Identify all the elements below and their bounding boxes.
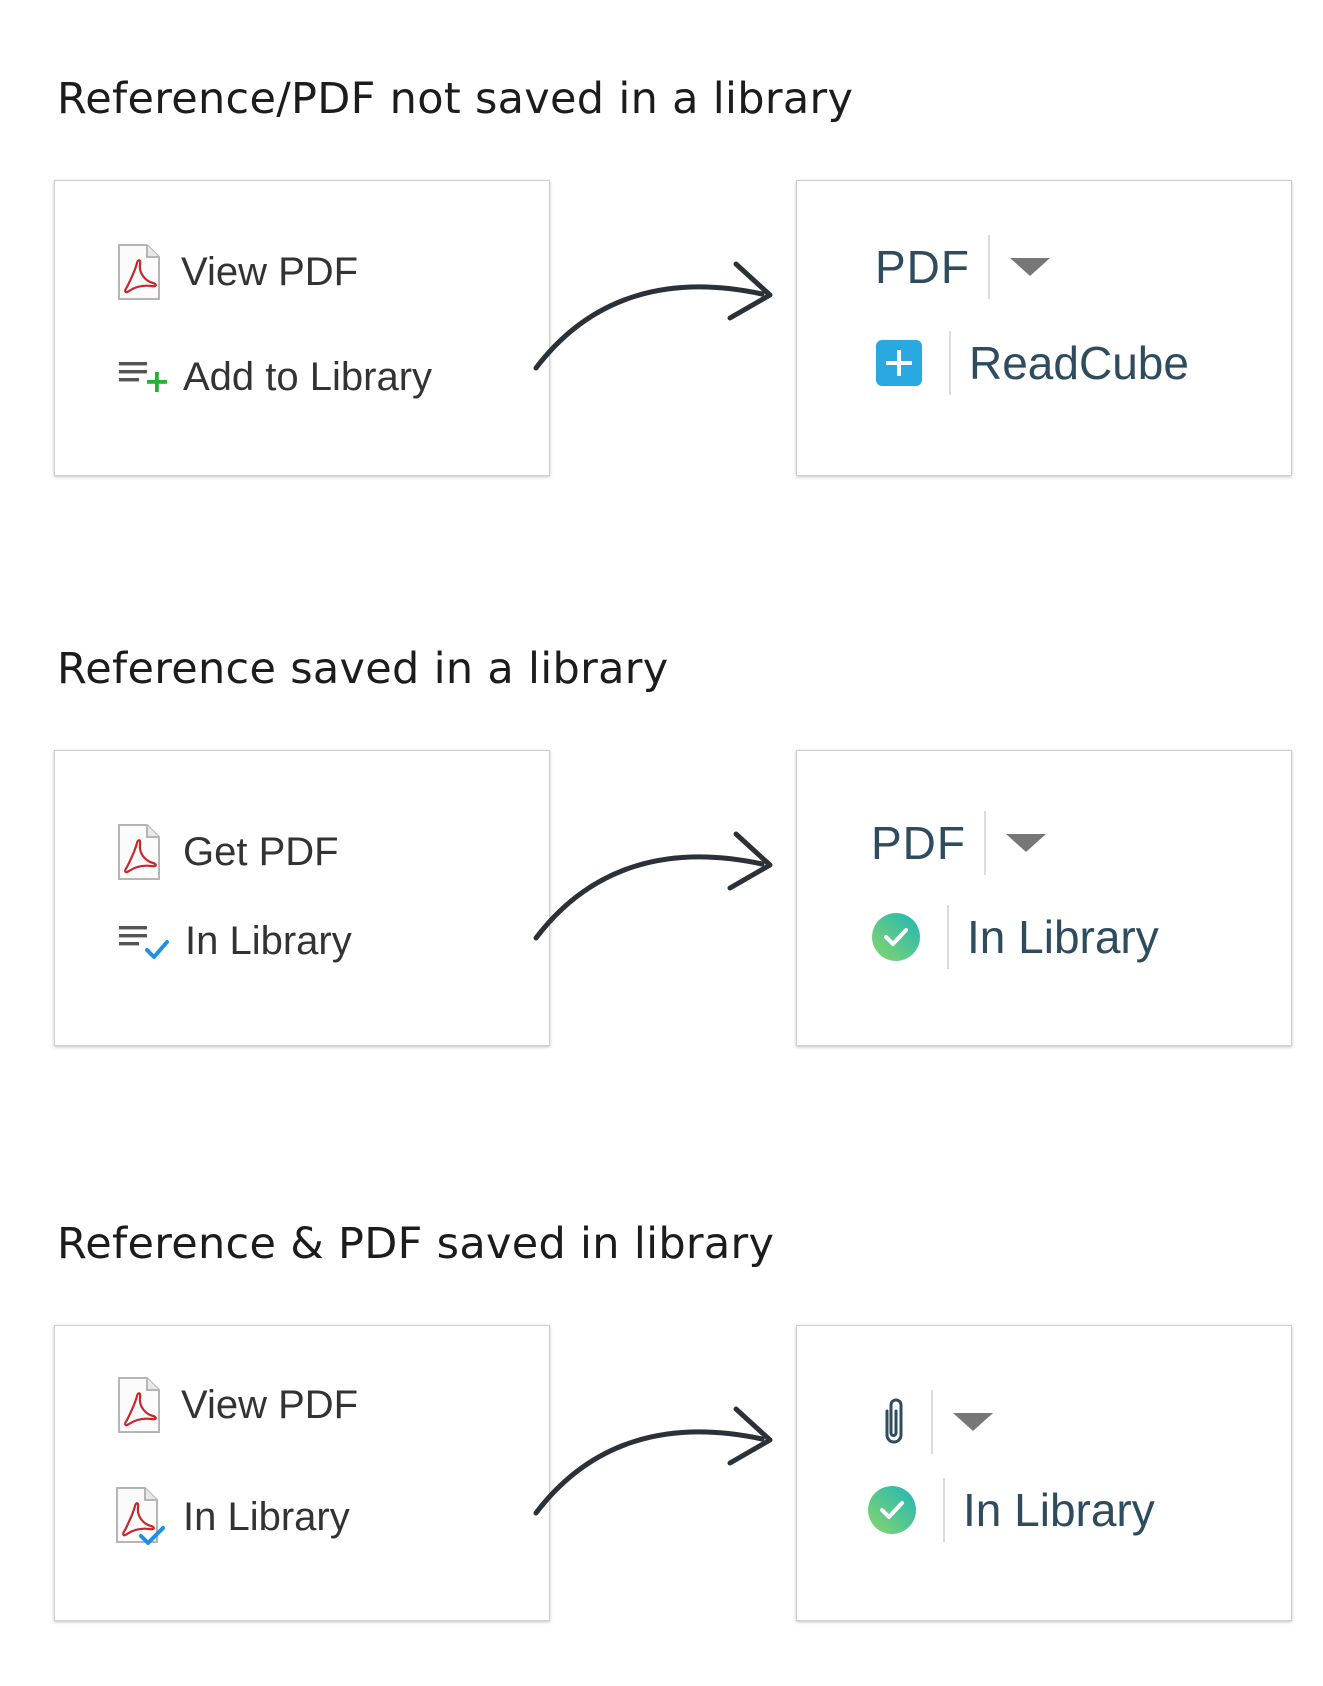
view-pdf-label: View PDF <box>181 1382 359 1427</box>
pdf-icon <box>117 1376 161 1434</box>
get-pdf-link[interactable]: Get PDF <box>117 823 339 881</box>
chevron-down-icon[interactable] <box>953 1413 993 1431</box>
pdf-dropdown-button[interactable]: PDF <box>875 235 1050 299</box>
in-library-label: In Library <box>185 919 352 963</box>
section-not-saved: Reference/PDF not saved in a library Vie… <box>0 0 1323 500</box>
in-library-label: In Library <box>183 1494 350 1539</box>
add-to-library-link[interactable]: Add to Library <box>117 355 432 400</box>
check-circle-icon <box>868 1486 916 1534</box>
in-library-link[interactable]: In Library <box>117 919 352 964</box>
readcube-label: ReadCube <box>969 337 1189 389</box>
in-library-status[interactable]: In Library <box>867 1478 1155 1542</box>
new-ui-card: PDF In Library <box>796 750 1292 1046</box>
section-reference-saved: Reference saved in a library Get PDF In … <box>0 570 1323 1070</box>
old-ui-card: View PDF Add to Library <box>54 180 550 476</box>
section-heading: Reference & PDF saved in library <box>57 1219 775 1269</box>
divider <box>947 905 949 969</box>
view-pdf-link[interactable]: View PDF <box>117 243 358 301</box>
divider <box>949 331 951 395</box>
in-library-status[interactable]: In Library <box>871 905 1159 969</box>
in-library-label: In Library <box>963 1484 1155 1536</box>
pdf-dropdown-button[interactable] <box>879 1390 993 1454</box>
chevron-down-icon[interactable] <box>1006 834 1046 852</box>
add-to-library-label: Add to Library <box>183 355 433 399</box>
divider <box>984 811 986 875</box>
new-ui-card: PDF ReadCube <box>796 180 1292 476</box>
in-library-label: In Library <box>967 911 1159 963</box>
curved-arrow-icon <box>533 831 773 941</box>
get-pdf-label: Get PDF <box>183 829 339 874</box>
divider <box>943 1478 945 1542</box>
chevron-down-icon[interactable] <box>1010 258 1050 276</box>
old-ui-card: Get PDF In Library <box>54 750 550 1046</box>
list-check-icon <box>119 925 169 959</box>
check-circle-icon <box>872 913 920 961</box>
pdf-button-label: PDF <box>875 241 970 293</box>
paperclip-icon <box>885 1398 903 1444</box>
curved-arrow-icon <box>533 261 773 371</box>
pdf-dropdown-button[interactable]: PDF <box>871 811 1046 875</box>
view-pdf-label: View PDF <box>181 249 359 294</box>
new-ui-card: In Library <box>796 1325 1292 1621</box>
pdf-icon <box>117 823 161 881</box>
pdf-check-icon <box>115 1486 165 1545</box>
old-ui-card: View PDF In Library <box>54 1325 550 1621</box>
list-add-icon <box>119 361 167 392</box>
section-reference-pdf-saved: Reference & PDF saved in library View PD… <box>0 1145 1323 1645</box>
pdf-button-label: PDF <box>871 817 966 869</box>
divider <box>931 1390 933 1454</box>
view-pdf-link[interactable]: View PDF <box>117 1376 358 1434</box>
curved-arrow-icon <box>533 1406 773 1516</box>
in-library-link[interactable]: In Library <box>115 1486 350 1548</box>
pdf-icon <box>117 243 161 301</box>
plus-square-icon <box>876 340 922 386</box>
section-heading: Reference/PDF not saved in a library <box>57 74 854 124</box>
section-heading: Reference saved in a library <box>57 644 669 694</box>
readcube-add-button[interactable]: ReadCube <box>875 331 1189 395</box>
divider <box>988 235 990 299</box>
